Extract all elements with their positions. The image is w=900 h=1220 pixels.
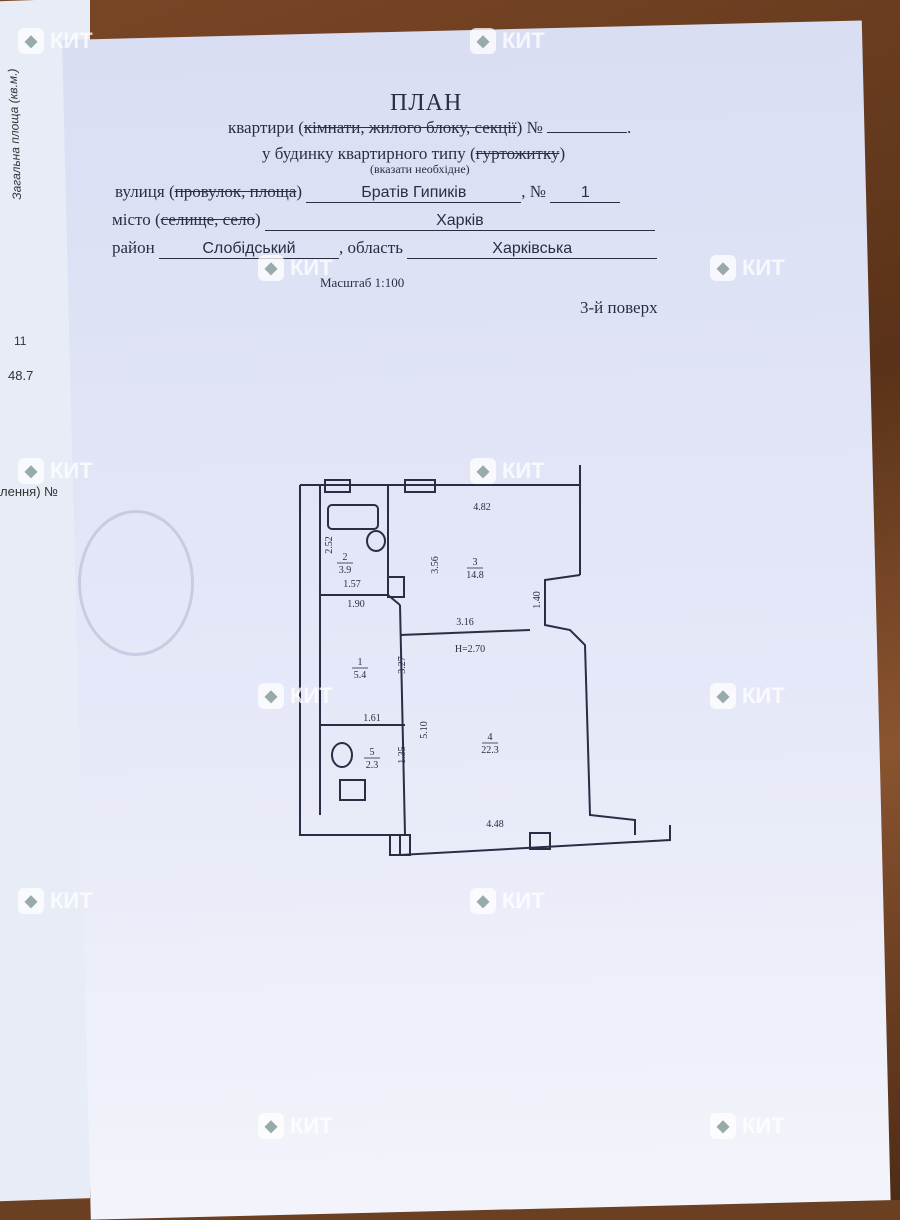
room-area-5: 2.3: [366, 760, 379, 771]
dimension-label: 1.40: [532, 591, 543, 609]
city-row: місто (селище, село) Харків: [112, 210, 655, 231]
watermark-text: КИТ: [742, 1113, 785, 1138]
city-label-end: ): [254, 210, 261, 229]
watermark-text: КИТ: [50, 888, 93, 913]
line2-struck: гуртожитку: [475, 144, 560, 163]
region-value: Харківська: [407, 240, 658, 259]
kit-logo-icon: ◆: [18, 458, 44, 484]
dimension-label: 4.48: [486, 819, 504, 830]
watermark: ◆КИТ: [710, 255, 785, 281]
room-area-4: 22.3: [481, 745, 499, 756]
watermark-text: КИТ: [502, 28, 545, 53]
number-value: 1: [550, 184, 621, 203]
kit-logo-icon: ◆: [710, 255, 736, 281]
district-value: Слобідський: [159, 240, 339, 259]
room-number-2: 2: [343, 552, 348, 563]
left-page-count: 11: [14, 334, 27, 348]
dimension-label: 1.90: [347, 599, 365, 610]
watermark-text: КИТ: [502, 458, 545, 483]
street-label-struck: провулок, площа: [174, 182, 297, 201]
district-row: район Слобідський, область Харківська: [112, 238, 658, 259]
line1-struck: кімнати, жилого блоку, секції: [303, 118, 517, 137]
watermark-text: КИТ: [742, 255, 785, 280]
line2-suffix: ): [559, 144, 566, 163]
dimension-label: 1.61: [363, 713, 381, 724]
dimension-label: 1.35: [397, 746, 408, 764]
dimension-label: 3.56: [430, 556, 441, 574]
watermark: ◆КИТ: [710, 1113, 785, 1139]
dimension-label: 1.57: [343, 579, 361, 590]
dimension-label: 2.52: [324, 536, 335, 554]
left-page-area: 48.7: [8, 368, 34, 383]
header-line-apartment: квартири (кімнати, жилого блоку, секції)…: [228, 118, 632, 137]
apartment-number-blank: [547, 132, 628, 133]
document-title: ПЛАН: [390, 90, 463, 116]
line1-suffix: ) №: [516, 118, 543, 137]
room-area-2: 3.9: [339, 565, 352, 576]
city-label: місто (: [112, 210, 161, 229]
kit-logo-icon: ◆: [258, 1113, 284, 1139]
watermark: ◆КИТ: [18, 458, 93, 484]
region-label: , область: [339, 238, 403, 257]
kit-logo-icon: ◆: [710, 683, 736, 709]
dimension-label: 5.10: [419, 721, 430, 739]
watermark: ◆КИТ: [258, 1113, 333, 1139]
kit-logo-icon: ◆: [258, 683, 284, 709]
watermark: ◆КИТ: [470, 458, 545, 484]
watermark-text: КИТ: [50, 28, 93, 53]
street-row: вулиця (провулок, площа) Братів Гипиків,…: [115, 182, 621, 203]
dimension-label: 3.27: [397, 656, 408, 674]
watermark-text: КИТ: [742, 683, 785, 708]
kit-logo-icon: ◆: [258, 255, 284, 281]
room-number-4: 4: [488, 732, 493, 743]
watermark: ◆КИТ: [258, 255, 333, 281]
watermark: ◆КИТ: [18, 888, 93, 914]
header-line-building: у будинку квартирного типу (гуртожитку): [262, 144, 565, 164]
watermark: ◆КИТ: [470, 888, 545, 914]
watermark-text: КИТ: [50, 458, 93, 483]
line2-prefix: у будинку квартирного типу (: [262, 144, 476, 163]
room-area-3: 14.8: [466, 570, 484, 581]
watermark: ◆КИТ: [18, 28, 93, 54]
floor-label: 3-й поверх: [580, 298, 658, 317]
district-label: район: [112, 238, 155, 257]
kit-logo-icon: ◆: [710, 1113, 736, 1139]
kit-logo-icon: ◆: [470, 458, 496, 484]
scale-label: Масштаб 1:100: [320, 275, 405, 290]
faded-stamp: [78, 510, 194, 656]
watermark: ◆КИТ: [710, 683, 785, 709]
kit-logo-icon: ◆: [18, 888, 44, 914]
left-page-fragment: лення) №: [0, 484, 59, 499]
room-number-1: 1: [358, 657, 363, 668]
line1-prefix: квартири (: [228, 118, 304, 137]
floor-plan: 1 5.4 2 3.9 3 14.8 4 22.3 5 2.3 4.82 2.52 3.56 1.57 1.…: [299, 465, 671, 857]
watermark-text: КИТ: [290, 683, 333, 708]
street-label-end: ): [296, 182, 303, 201]
street-label: вулиця (: [115, 182, 175, 201]
kit-logo-icon: ◆: [470, 888, 496, 914]
header-line-note: (вказати необхідне): [370, 162, 470, 176]
street-value: Братів Гипиків: [306, 184, 522, 203]
watermark-text: КИТ: [290, 255, 333, 280]
dimension-label: 4.82: [473, 502, 491, 513]
city-label-struck: селище, село: [160, 210, 255, 229]
kit-logo-icon: ◆: [18, 28, 44, 54]
room-number-5: 5: [370, 747, 375, 758]
number-label: , №: [521, 182, 547, 201]
dimension-label: 3.16: [456, 617, 474, 628]
room-number-3: 3: [473, 557, 478, 568]
watermark: ◆КИТ: [470, 28, 545, 54]
kit-logo-icon: ◆: [470, 28, 496, 54]
room-area-1: 5.4: [354, 670, 367, 681]
watermark: ◆КИТ: [258, 683, 333, 709]
city-value: Харків: [264, 212, 655, 231]
ceiling-height-label: H=2.70: [455, 644, 485, 655]
watermark-text: КИТ: [502, 888, 545, 913]
watermark-text: КИТ: [290, 1113, 333, 1138]
